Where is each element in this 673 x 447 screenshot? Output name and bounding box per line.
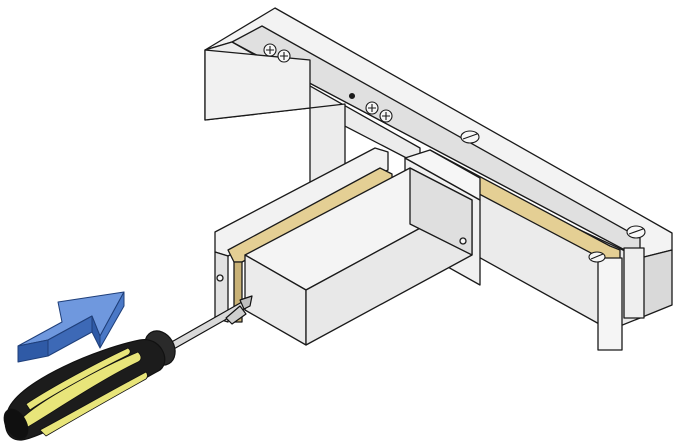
screwdriver-icon (3, 295, 253, 441)
direction-arrow-icon (17, 291, 125, 363)
phillips-screw-icon (263, 43, 277, 57)
phillips-screw-icon (365, 101, 379, 115)
slotted-screw-icon (588, 251, 606, 263)
pin-hole (348, 92, 356, 100)
phillips-screw-icon (277, 49, 291, 63)
slotted-screw-icon (626, 225, 646, 239)
phillips-screw-icon (379, 109, 393, 123)
side-bracket (214, 147, 473, 346)
slotted-screw-icon (460, 130, 480, 144)
